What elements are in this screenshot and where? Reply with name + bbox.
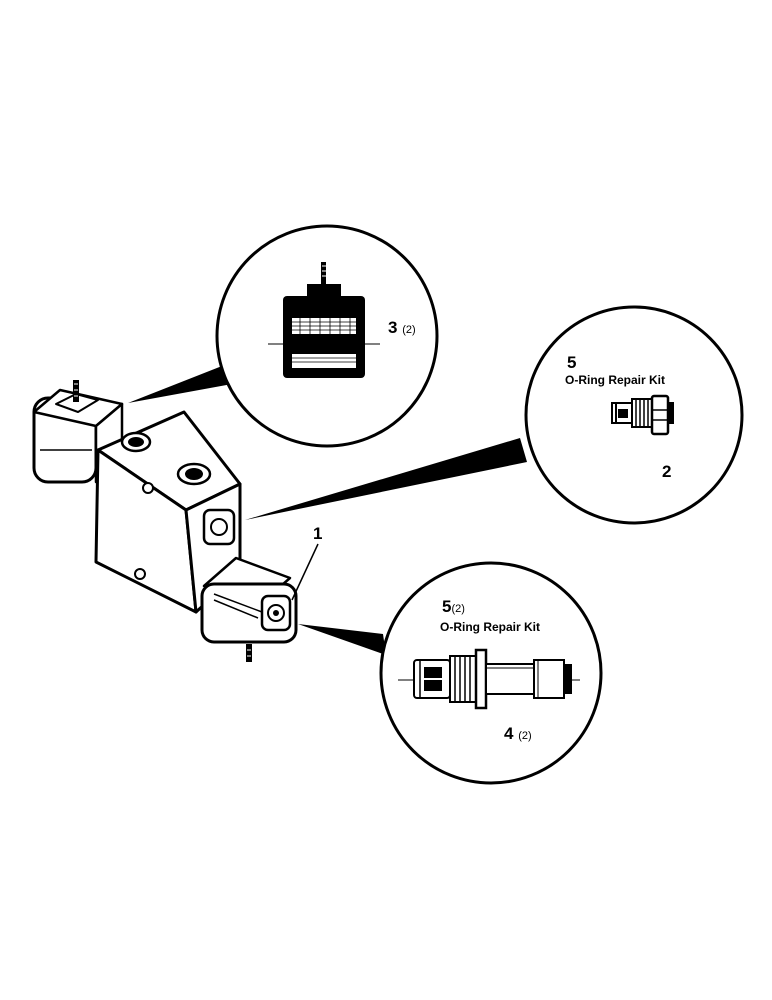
- callout-5a-kit: O-Ring Repair Kit: [565, 373, 665, 387]
- callout-5a-label: O-Ring Repair Kit: [565, 373, 666, 387]
- callout-5b: 5(2): [442, 597, 465, 617]
- callout-5b-kit: O-Ring Repair Kit: [440, 620, 540, 634]
- leader-wedge-coil: [128, 366, 232, 403]
- callout-3: 3 (2): [388, 318, 416, 338]
- callout-2: 2: [662, 462, 671, 482]
- callout-3-number: 3: [388, 318, 398, 337]
- callout-4-qty: (2): [518, 730, 532, 742]
- callout-3-qty: (2): [402, 324, 416, 336]
- callout-5b-number: 5: [442, 597, 452, 616]
- callout-4-number: 4: [504, 724, 514, 743]
- callout-5b-label: O-Ring Repair Kit: [440, 620, 541, 634]
- leader-lines: [128, 366, 527, 655]
- callout-1: 1: [313, 524, 322, 544]
- leader-wedge-cartridge-large: [298, 624, 386, 655]
- callout-5a-number: 5: [567, 353, 577, 372]
- callout-2-number: 2: [662, 462, 672, 481]
- coil-detail-drawing: [268, 262, 380, 378]
- callout-5a: 5: [567, 353, 576, 373]
- callout-4: 4 (2): [504, 724, 532, 744]
- valve-assembly-drawing: [32, 380, 298, 662]
- large-cartridge-drawing: [398, 648, 580, 710]
- small-cartridge-drawing: [611, 394, 674, 436]
- callout-1-number: 1: [313, 524, 323, 543]
- callout-5b-qty: (2): [451, 603, 465, 615]
- leader-wedge-cartridge-small: [245, 438, 527, 520]
- item-1-leader: [291, 543, 319, 601]
